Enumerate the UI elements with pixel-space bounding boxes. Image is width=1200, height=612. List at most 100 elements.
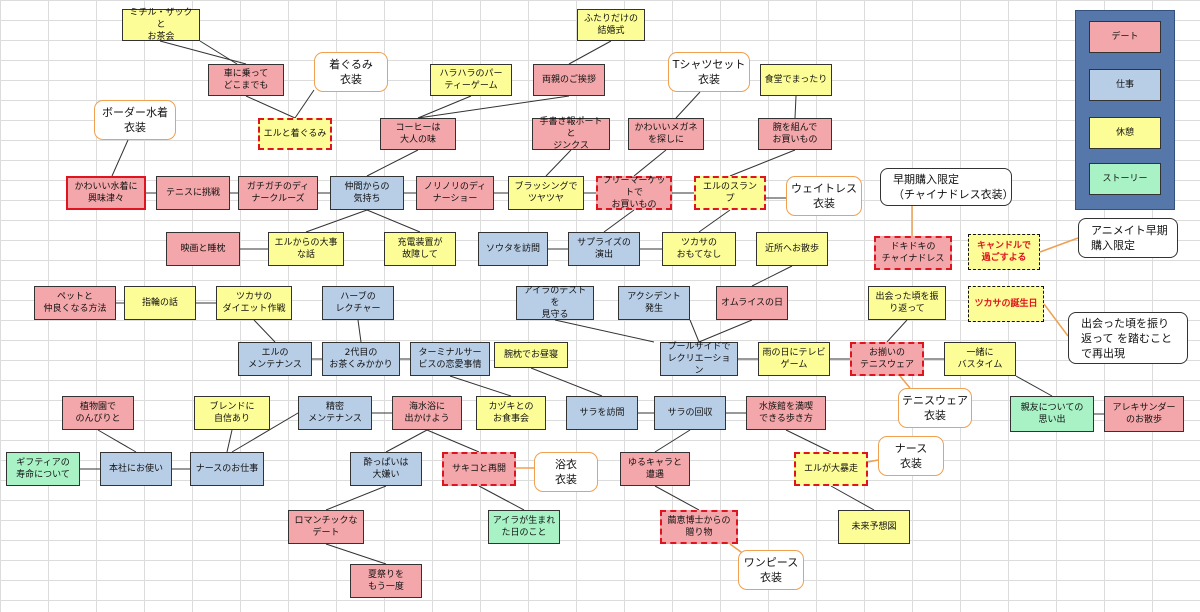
event-eiga: 映画と睡枕 bbox=[166, 232, 240, 266]
connector-line bbox=[785, 429, 832, 453]
connector-line bbox=[633, 149, 667, 177]
event-harahara: ハラハラのパー ティーゲーム bbox=[430, 64, 512, 96]
callout-pointer bbox=[1039, 237, 1079, 253]
event-kinjo: 近所へお散歩 bbox=[756, 232, 828, 266]
callout-tennis: テニスウェア 衣装 bbox=[898, 388, 972, 428]
legend-work: 仕事 bbox=[1089, 69, 1161, 101]
event-kuruma: 車に乗って どこまでも bbox=[208, 64, 284, 96]
connector-line bbox=[530, 367, 603, 397]
event-nakama: 仲間からの 気持ち bbox=[330, 176, 404, 210]
event-el-daienso: エルが大暴走 bbox=[794, 452, 868, 486]
connector-line bbox=[159, 40, 247, 65]
event-udegumi: 腕を組んで お買いもの bbox=[758, 118, 832, 150]
event-souta: ソウタを訪問 bbox=[478, 232, 548, 266]
connector-line bbox=[886, 319, 908, 343]
event-seimitsu: 精密 メンテナンス bbox=[298, 396, 372, 430]
connector-line bbox=[654, 485, 700, 511]
connector-line bbox=[698, 209, 731, 233]
event-natsumatsuri: 夏祭りを もう一度 bbox=[350, 564, 422, 598]
connector-line bbox=[554, 319, 655, 343]
event-romantic: ロマンチックな デート bbox=[288, 510, 364, 544]
event-deatta: 出会った頃を振 り返って bbox=[868, 286, 946, 320]
event-yubiwa: 指輪の話 bbox=[124, 286, 196, 320]
connector-line bbox=[366, 149, 419, 177]
connector-line bbox=[751, 265, 793, 287]
event-yopparai: 酔っぱいは 大嫌い bbox=[350, 452, 422, 486]
connector-line bbox=[245, 95, 296, 119]
event-shinyu: 親友についての 思い出 bbox=[1010, 396, 1094, 432]
event-mithril: ミチル・ザックと お茶会 bbox=[122, 8, 200, 42]
event-noriri: ノリノリのディ ナーショー bbox=[416, 176, 494, 210]
event-issho: 一緒に バスタイム bbox=[944, 342, 1016, 376]
connector-line bbox=[675, 91, 701, 119]
event-birthday: ツカサの誕生日 bbox=[968, 286, 1044, 322]
callout-pointer bbox=[899, 375, 911, 389]
event-el-maint: エルの メンテナンス bbox=[238, 342, 312, 376]
callout-animate: アニメイト早期 購入限定 bbox=[1078, 218, 1178, 258]
callout-pointer bbox=[1043, 303, 1069, 337]
legend-story: ストーリー bbox=[1089, 163, 1161, 195]
callout-yukata: 浴衣 衣装 bbox=[534, 452, 598, 492]
connector-line bbox=[729, 149, 796, 177]
connector-line bbox=[417, 95, 570, 119]
event-dokidoki: ドキドキの チャイナドレス bbox=[874, 236, 952, 270]
event-omurice: オムライスの日 bbox=[716, 286, 788, 320]
event-hakase: 繭恵博士からの 贈り物 bbox=[660, 510, 738, 544]
connector-line bbox=[603, 209, 635, 233]
legend-rest: 休憩 bbox=[1089, 117, 1161, 149]
event-kaisuiyoku: 海水浴に 出かけよう bbox=[392, 396, 462, 430]
event-kazuki: カヅキとの お食事会 bbox=[476, 396, 546, 430]
connector-line bbox=[253, 319, 276, 343]
event-alexander: アレキサンダー のお散歩 bbox=[1104, 396, 1184, 432]
event-accident: アクシデント 発生 bbox=[618, 286, 690, 320]
callout-kigurumi: 着ぐるみ 衣装 bbox=[314, 52, 388, 92]
event-blend: ブレンドに 自信あり bbox=[194, 396, 270, 430]
connector-line bbox=[478, 485, 525, 511]
event-tennis: テニスに挑戦 bbox=[156, 176, 230, 210]
event-juden: 充電装置が 故障して bbox=[384, 232, 456, 266]
callout-china: 早期購入限定 （チャイナドレス衣装） bbox=[880, 168, 1014, 206]
connector-line bbox=[698, 319, 753, 343]
event-mizugi: かわいい水着に 興味津々 bbox=[66, 176, 146, 210]
connector-line bbox=[689, 319, 700, 343]
event-yurukyara: ゆるキャラと 遭遇 bbox=[620, 452, 690, 486]
connector-line bbox=[226, 429, 233, 453]
connector-line bbox=[231, 412, 299, 453]
callout-waitress: ウェイトレス 衣装 bbox=[786, 176, 862, 216]
connector-line bbox=[1015, 375, 1053, 397]
connector-line bbox=[417, 95, 472, 119]
event-suizokukan: 水族館を満喫 できる歩き方 bbox=[746, 396, 826, 430]
connector-line bbox=[325, 485, 387, 511]
event-gachigachi: ガチガチのディ ナークルーズ bbox=[238, 176, 318, 210]
connector-line bbox=[545, 149, 572, 177]
event-sara-homon: サラを訪問 bbox=[566, 396, 638, 430]
connector-line bbox=[385, 429, 428, 453]
event-sakiko: サキコと再開 bbox=[442, 452, 516, 486]
connector-line bbox=[199, 40, 238, 65]
connector-line bbox=[568, 40, 612, 65]
event-omotenashi: ツカサの おもてなし bbox=[662, 232, 736, 266]
connector-line bbox=[111, 139, 129, 177]
event-aira-test: アイラのテストを 見守る bbox=[516, 286, 594, 320]
event-herb: ハーブの レクチャー bbox=[322, 286, 394, 320]
event-megane: かわいいメガネ を探しに bbox=[628, 118, 704, 150]
legend-panel: デート 仕事 休憩 ストーリー bbox=[1075, 10, 1175, 210]
connector-line bbox=[305, 209, 368, 233]
event-futari: ふたりだけの 結婚式 bbox=[577, 9, 645, 41]
event-tenniswear: お揃いの テニスウェア bbox=[850, 342, 924, 376]
event-candle: キャンドルで 過ごすよる bbox=[968, 234, 1040, 270]
callout-deatta: 出会った頃を振り 返って を踏むこと で再出現 bbox=[1068, 312, 1188, 364]
callout-tshirt: Tシャツセット 衣装 bbox=[668, 52, 750, 92]
event-nidaime: 2代目の お茶くみかかり bbox=[322, 342, 400, 376]
connector-line bbox=[294, 89, 315, 119]
event-brushing: ブラッシングで ツヤツヤ bbox=[508, 176, 584, 210]
event-nurse-shigoto: ナースのお仕事 bbox=[190, 452, 264, 486]
connector-line bbox=[794, 95, 797, 119]
event-mirai: 未来予想図 bbox=[838, 510, 910, 544]
event-aira-umare: アイラが生まれ た日のこと bbox=[488, 510, 560, 544]
callout-border: ボーダー水着 衣装 bbox=[94, 100, 176, 140]
event-shokudo: 食堂でまったり bbox=[760, 64, 832, 96]
event-pet: ペットと 仲良くなる方法 bbox=[34, 286, 116, 320]
connector-line bbox=[97, 429, 137, 453]
event-udemakura: 腕枕でお昼寝 bbox=[494, 342, 568, 368]
